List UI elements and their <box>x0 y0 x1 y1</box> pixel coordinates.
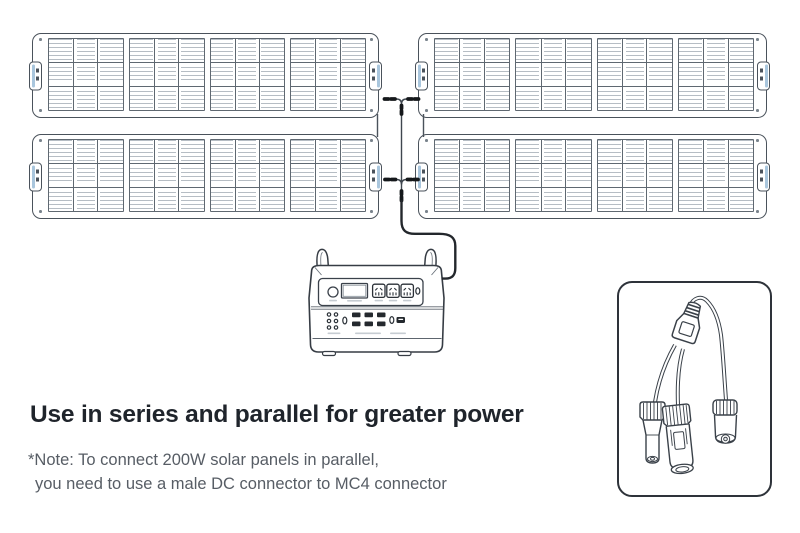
male-dc-connector <box>712 399 738 444</box>
panel-section <box>209 38 286 111</box>
panel-section <box>677 38 754 111</box>
panel-handle-left <box>29 162 42 191</box>
panel-section <box>596 38 673 111</box>
round-port <box>389 315 395 324</box>
note-line-1: *Note: To connect 200W solar panels in p… <box>28 451 379 469</box>
panel-handle-left <box>415 162 428 191</box>
panel-handle-right <box>369 61 382 90</box>
panel-section <box>128 139 205 212</box>
display-screen <box>340 282 369 299</box>
solar-panel-bottom-left <box>29 134 382 219</box>
panel-section <box>48 38 124 111</box>
panel-section <box>677 139 754 212</box>
note-text: *Note: To connect 200W solar panels in p… <box>28 448 447 496</box>
y-splitter-top <box>382 97 421 200</box>
panel-section <box>290 139 366 212</box>
panel-section <box>209 139 286 212</box>
power-station <box>308 248 445 357</box>
headline: Use in series and parallel for greater p… <box>30 401 524 428</box>
ac-outlets <box>371 283 415 299</box>
solar-panel-top-left <box>29 33 382 118</box>
panel-sections <box>48 38 366 111</box>
splitter-housing <box>671 301 702 345</box>
usb-ports <box>352 312 386 327</box>
adapter-box <box>617 281 772 497</box>
station-feet <box>321 350 412 357</box>
panel-section <box>515 38 592 111</box>
panel-sections <box>434 139 754 212</box>
xt60-port <box>396 317 405 323</box>
panel-handle-right <box>757 162 770 191</box>
panel-section <box>128 38 205 111</box>
panel-handle-left <box>29 61 42 90</box>
panel-handle-right <box>369 162 382 191</box>
mc4-male-connector <box>661 403 694 475</box>
note-line-2: you need to use a male DC connector to M… <box>35 475 447 493</box>
adapter-wires <box>653 295 728 406</box>
panel-section <box>290 38 366 111</box>
dc-to-mc4-adapter <box>639 295 738 475</box>
panel-sections <box>48 139 366 212</box>
panel-handle-right <box>757 61 770 90</box>
panel-sections <box>434 38 754 111</box>
dc-output-ports <box>326 312 348 330</box>
y-splitter-bottom <box>383 177 420 203</box>
panel-section <box>596 139 673 212</box>
panel-section <box>515 139 592 212</box>
solar-panel-top-right <box>415 33 770 118</box>
power-button <box>327 286 339 298</box>
panel-section <box>434 38 511 111</box>
panel-handle-left <box>415 61 428 90</box>
solar-panel-bottom-right <box>415 134 770 219</box>
panel-section <box>434 139 511 212</box>
dc-input-port <box>415 287 421 295</box>
mc4-female-connector <box>639 401 666 464</box>
port-labels <box>327 299 412 335</box>
panel-section <box>48 139 124 212</box>
